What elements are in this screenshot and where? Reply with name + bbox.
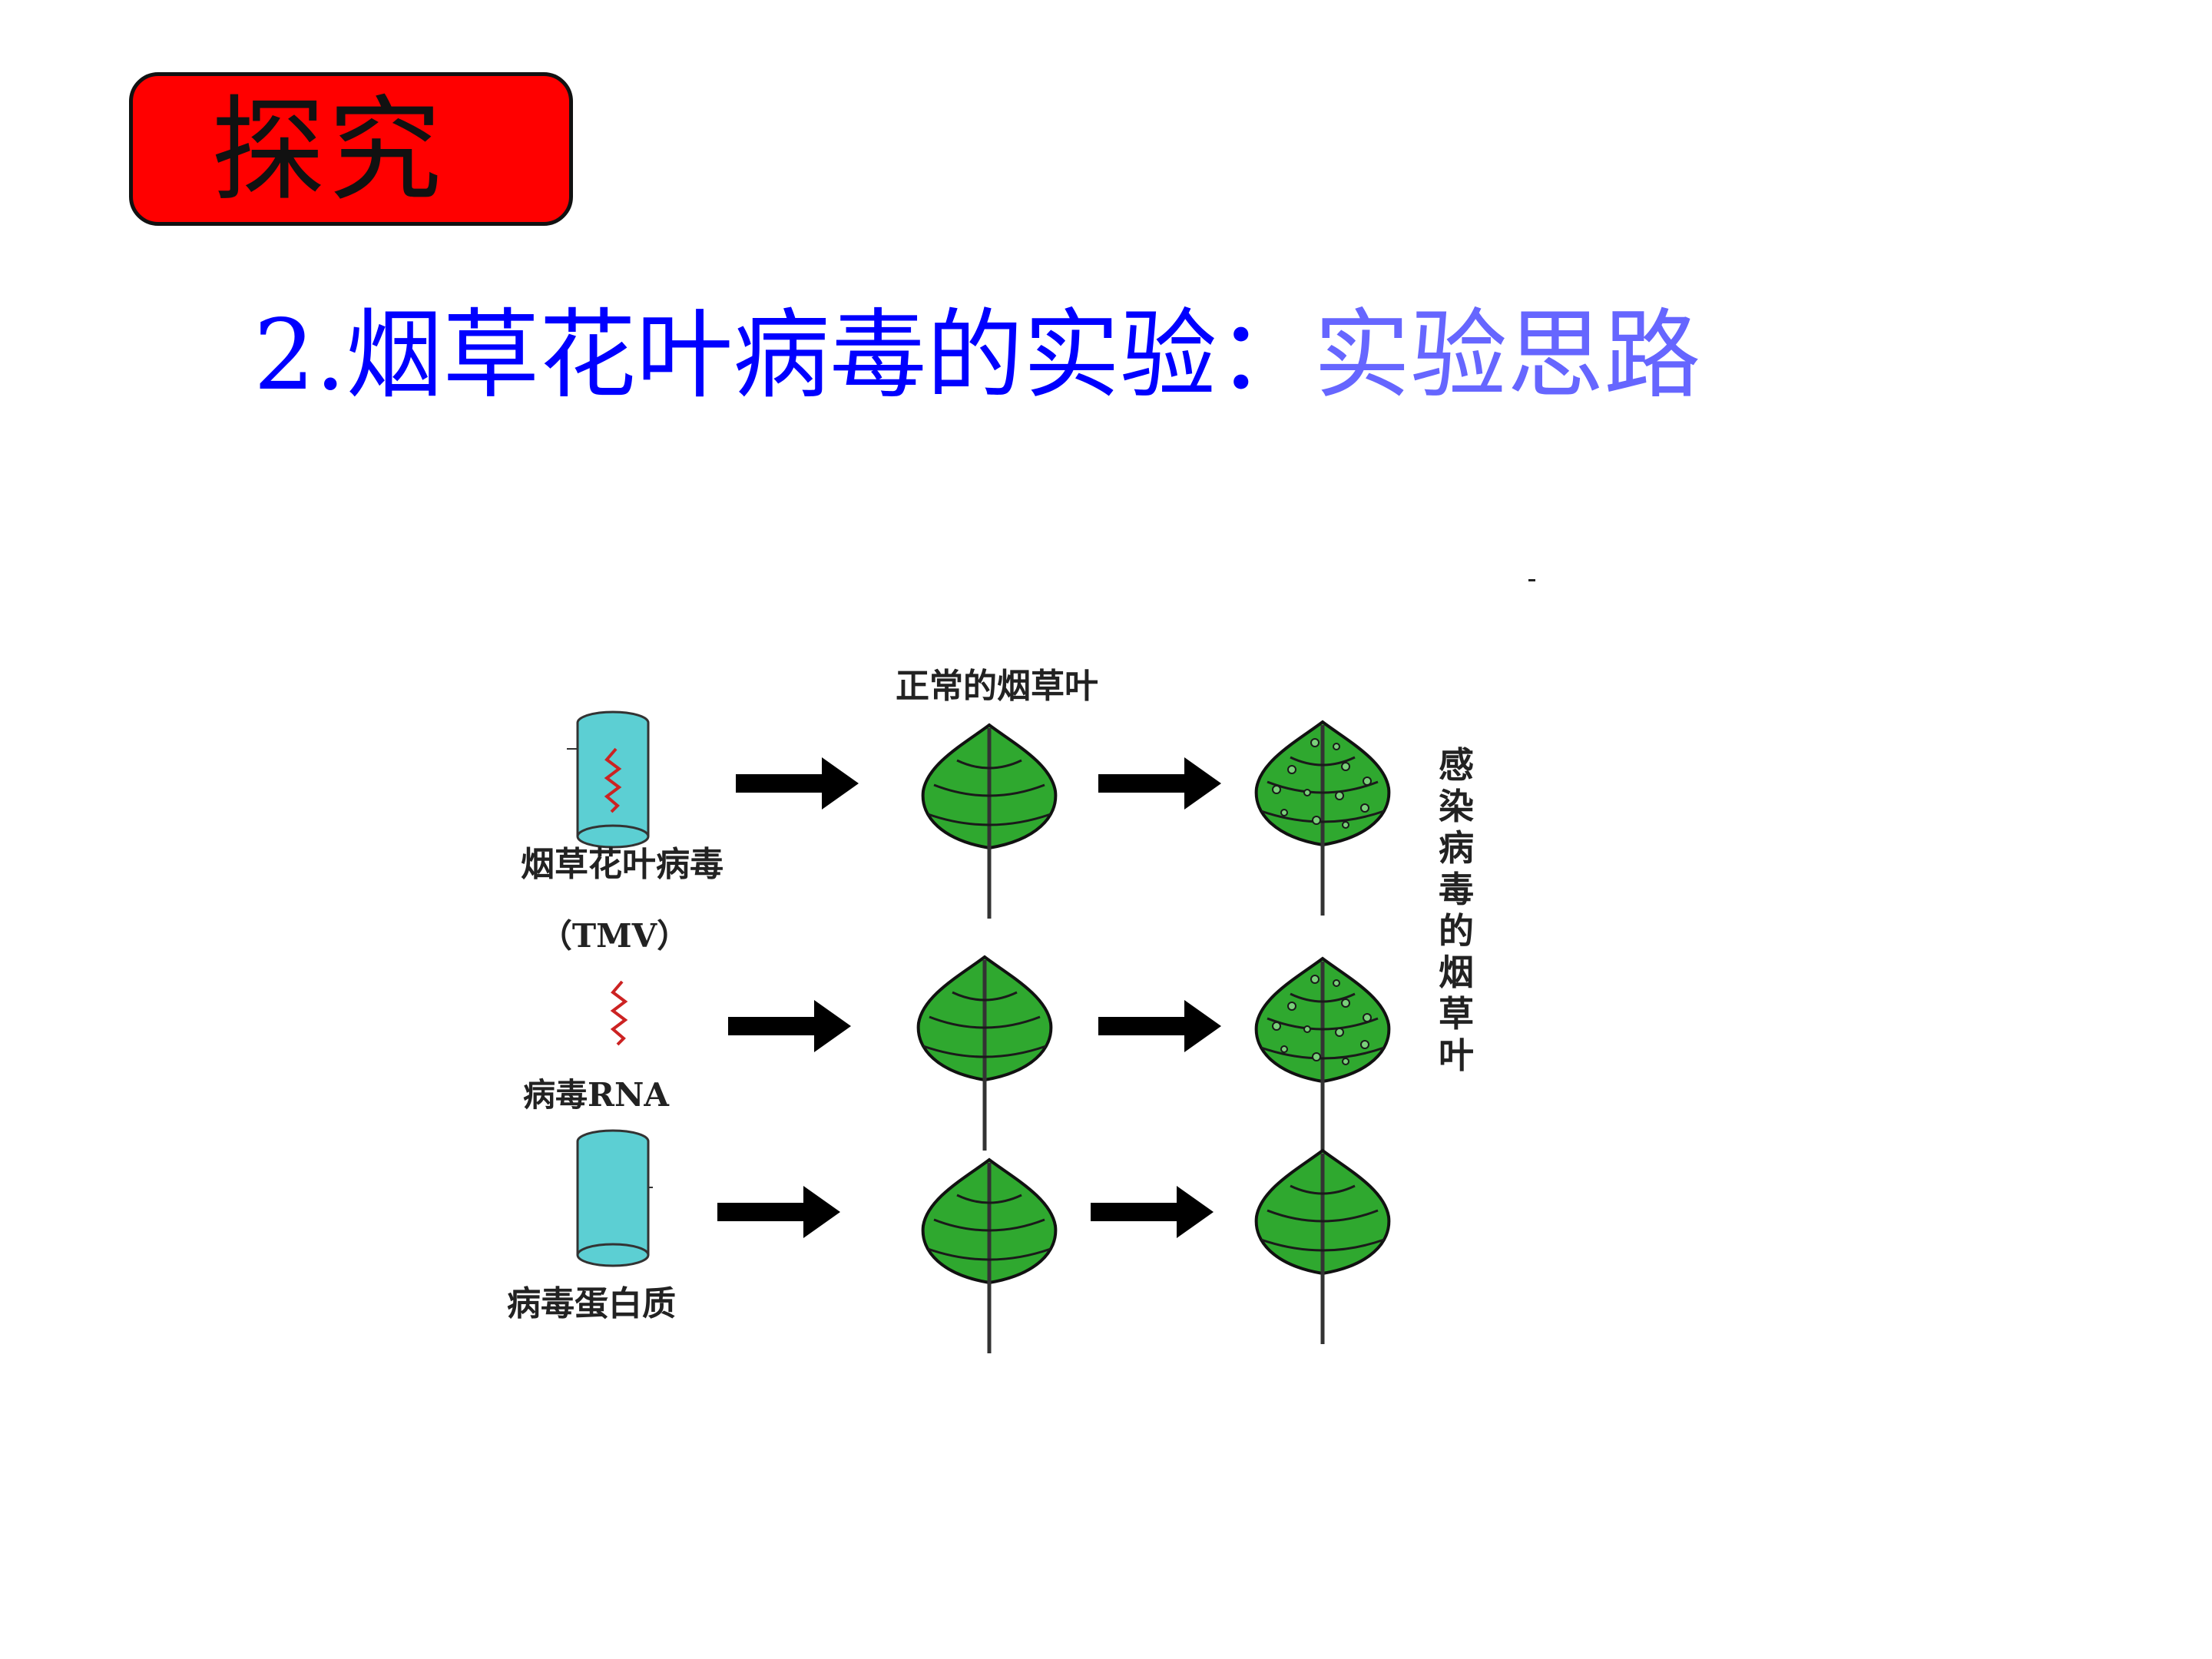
protein-capsule-icon <box>576 1129 653 1267</box>
infected-leaf-icon <box>1257 959 1389 1152</box>
side-label-infected-leaf: 感 染 病 毒 的 烟 草 叶 <box>1439 744 1474 1076</box>
arrow-icon <box>717 1186 840 1238</box>
svg-text:病: 病 <box>1439 827 1474 869</box>
arrow-icon <box>1098 757 1221 810</box>
stray-mark <box>1528 579 1535 581</box>
svg-text:毒: 毒 <box>1439 869 1474 910</box>
arrow-icon <box>1098 1000 1221 1052</box>
heading-sub: 实验思路 <box>1313 299 1701 412</box>
inquiry-badge-label: 探究 <box>211 84 445 217</box>
heading-main: 2.烟草花叶病毒的实验： <box>253 299 1314 412</box>
normal-leaf-icon <box>923 1160 1056 1353</box>
inquiry-badge: 探究 <box>129 72 573 226</box>
label-tmv: 烟草花叶病毒 <box>521 845 724 884</box>
svg-text:烟: 烟 <box>1439 952 1474 993</box>
rna-strand-icon <box>611 980 627 1046</box>
svg-text:叶: 叶 <box>1439 1035 1474 1076</box>
infected-leaf-icon <box>1257 722 1389 916</box>
svg-text:感: 感 <box>1439 744 1474 786</box>
virus-capsule-with-rna-icon <box>567 710 650 849</box>
slide-heading: 2.烟草花叶病毒的实验：实验思路 <box>253 298 1700 413</box>
healthy-leaf-icon <box>1257 1151 1389 1344</box>
row-tmv: 烟草花叶病毒 （TMV） <box>521 710 1389 955</box>
label-protein: 病毒蛋白质 <box>507 1284 676 1323</box>
label-tmv-abbrev: （TMV） <box>540 917 689 955</box>
svg-text:染: 染 <box>1439 786 1474 827</box>
column-header-normal-leaf: 正常的烟草叶 <box>896 667 1098 706</box>
row-rna: 病毒RNA <box>523 957 1389 1152</box>
label-rna: 病毒RNA <box>523 1076 670 1114</box>
row-protein: 病毒蛋白质 <box>507 1129 1389 1353</box>
arrow-icon <box>1091 1186 1214 1238</box>
arrow-icon <box>728 1000 851 1052</box>
arrow-icon <box>736 757 859 810</box>
normal-leaf-icon <box>923 725 1056 919</box>
svg-text:草: 草 <box>1439 993 1474 1035</box>
svg-text:的: 的 <box>1439 910 1474 952</box>
normal-leaf-icon <box>919 957 1051 1151</box>
